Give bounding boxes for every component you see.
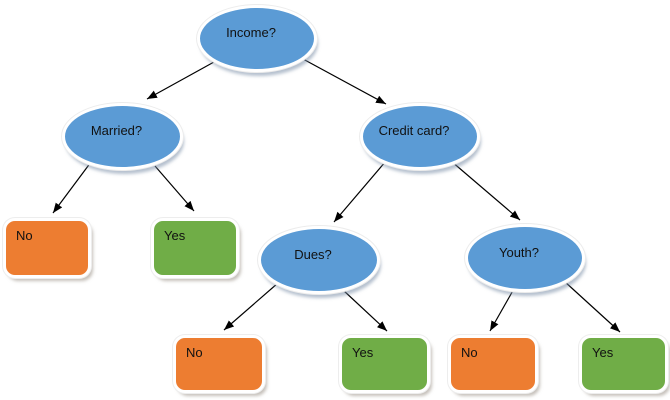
node-dues-label: Dues?	[294, 246, 332, 262]
node-youth-yes: Yes	[579, 335, 668, 393]
edge-credit-card-youth	[450, 160, 521, 221]
node-married-yes: Yes	[151, 218, 239, 278]
node-married-no-label: No	[16, 228, 33, 243]
node-married-yes-label: Yes	[164, 228, 186, 243]
node-income: Income?	[197, 5, 317, 72]
edge-income-credit-card	[302, 58, 387, 105]
node-married-no: No	[3, 218, 91, 278]
node-dues-yes: Yes	[339, 335, 430, 393]
edge-dues-no	[223, 282, 279, 331]
edge-dues-yes	[342, 289, 388, 332]
node-dues-yes-label: Yes	[352, 345, 374, 360]
edge-youth-no	[489, 286, 516, 332]
node-youth-yes-label: Yes	[592, 345, 614, 360]
node-youth: Youth?	[465, 224, 585, 292]
node-married-label: Married?	[90, 123, 143, 139]
node-credit-card: Credit card?	[360, 103, 480, 170]
edge-income-married	[146, 61, 215, 100]
node-married: Married?	[62, 103, 183, 170]
edge-credit-card-dues	[333, 160, 387, 223]
edge-youth-yes	[563, 280, 621, 333]
node-youth-no: No	[448, 335, 538, 393]
node-dues: Dues?	[258, 226, 380, 294]
node-dues-no-label: No	[186, 345, 203, 360]
node-dues-no: No	[173, 335, 265, 393]
node-income-label: Income?	[226, 25, 276, 41]
node-youth-no-label: No	[461, 345, 478, 360]
edge-married-yes	[154, 165, 195, 212]
edge-married-no	[52, 157, 95, 214]
node-youth-label: Youth?	[498, 244, 539, 260]
node-credit-card-label: Credit card?	[378, 123, 450, 139]
